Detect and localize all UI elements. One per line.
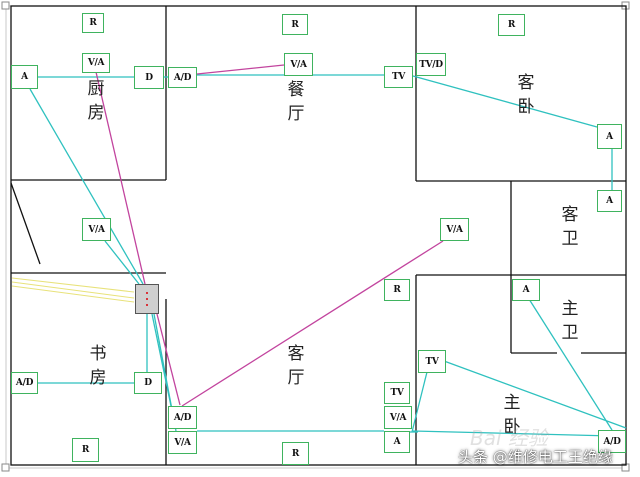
outlet-living-r: R xyxy=(384,279,410,301)
panel-dot-1 xyxy=(146,292,148,294)
door-swing xyxy=(10,182,41,265)
room-kitchen-char-1: 厨 xyxy=(87,79,105,99)
frame-handle-tl xyxy=(1,1,10,10)
outlet-dining-r: R xyxy=(282,14,308,35)
outlet-master-tv: TV xyxy=(418,350,446,373)
room-study-char-2: 房 xyxy=(89,368,107,388)
outlet-living-va2: V/A xyxy=(168,431,197,454)
panel-dot-3 xyxy=(146,304,148,306)
room-guest-bedroom-char-1: 客 xyxy=(517,73,535,93)
room-label-master-bath: 主 卫 xyxy=(558,297,582,345)
outlet-living-va3: V/A xyxy=(384,406,412,429)
distribution-panel-icon xyxy=(135,284,159,314)
room-dining-char-1: 餐 xyxy=(287,80,305,100)
outlet-living-r2: R xyxy=(282,442,309,465)
room-label-living: 客 厅 xyxy=(284,342,308,390)
room-master-bedroom-char-2: 卧 xyxy=(503,417,521,437)
faint-background-watermark: Bai 经验 xyxy=(470,426,548,450)
outlet-guest-tvd: TV/D xyxy=(416,53,446,76)
room-master-bedroom-char-1: 主 xyxy=(503,393,521,413)
room-label-master-bedroom: 主 卧 xyxy=(500,391,524,439)
outlet-master-ad: A/D xyxy=(598,430,626,453)
room-master-bath-char-2: 卫 xyxy=(561,323,579,343)
outlet-kitchen-a: A xyxy=(11,65,38,89)
outlet-kitchen-d: D xyxy=(134,66,164,89)
room-label-kitchen: 厨 房 xyxy=(84,77,108,125)
panel-dot-2 xyxy=(146,298,148,300)
room-guest-bedroom-char-2: 卧 xyxy=(517,97,535,117)
outlet-master-bath-a: A xyxy=(512,279,540,301)
room-living-char-1: 客 xyxy=(287,344,305,364)
magenta-wiring xyxy=(95,64,444,407)
room-dining-char-2: 厅 xyxy=(287,104,305,124)
outlet-study-ad: A/D xyxy=(11,372,38,394)
outer-wall xyxy=(10,5,627,466)
outlet-kitchen-va: V/A xyxy=(82,53,110,73)
watermark-text: 头条 @维修电工王绝缘 xyxy=(458,448,613,466)
outlet-living-va: V/A xyxy=(440,218,469,241)
room-kitchen-char-2: 房 xyxy=(87,103,105,123)
room-master-bath-char-1: 主 xyxy=(561,299,579,319)
outlet-dining-va: V/A xyxy=(284,53,313,76)
room-label-study: 书 房 xyxy=(86,342,110,390)
outlet-guest-r: R xyxy=(498,14,525,36)
room-label-dining: 餐 厅 xyxy=(284,78,308,126)
outlet-guest-a2: A xyxy=(597,190,622,212)
frame-handle-bl xyxy=(1,463,10,472)
study-yellow-lines xyxy=(11,277,135,303)
outlet-dining-ad: A/D xyxy=(168,67,197,88)
room-label-guest-bath: 客 卫 xyxy=(558,203,582,251)
outlet-living-tv: TV xyxy=(384,382,410,404)
outlet-study-r: R xyxy=(72,438,99,462)
outlet-hall-va: V/A xyxy=(82,218,111,241)
outlet-guest-a1: A xyxy=(597,124,622,149)
room-guest-bath-char-1: 客 xyxy=(561,205,579,225)
room-study-char-1: 书 xyxy=(89,344,107,364)
room-guest-bath-char-2: 卫 xyxy=(561,229,579,249)
room-label-guest-bedroom: 客 卧 xyxy=(514,71,538,119)
walls xyxy=(10,5,627,466)
outlet-living-a: A xyxy=(384,431,410,453)
outlet-kitchen-r: R xyxy=(82,13,104,33)
room-living-char-2: 厅 xyxy=(287,368,305,388)
cyan-wiring xyxy=(29,74,627,437)
outlet-living-ad: A/D xyxy=(168,406,197,429)
outlet-study-d: D xyxy=(134,372,162,394)
outlet-dining-tv: TV xyxy=(384,66,413,88)
